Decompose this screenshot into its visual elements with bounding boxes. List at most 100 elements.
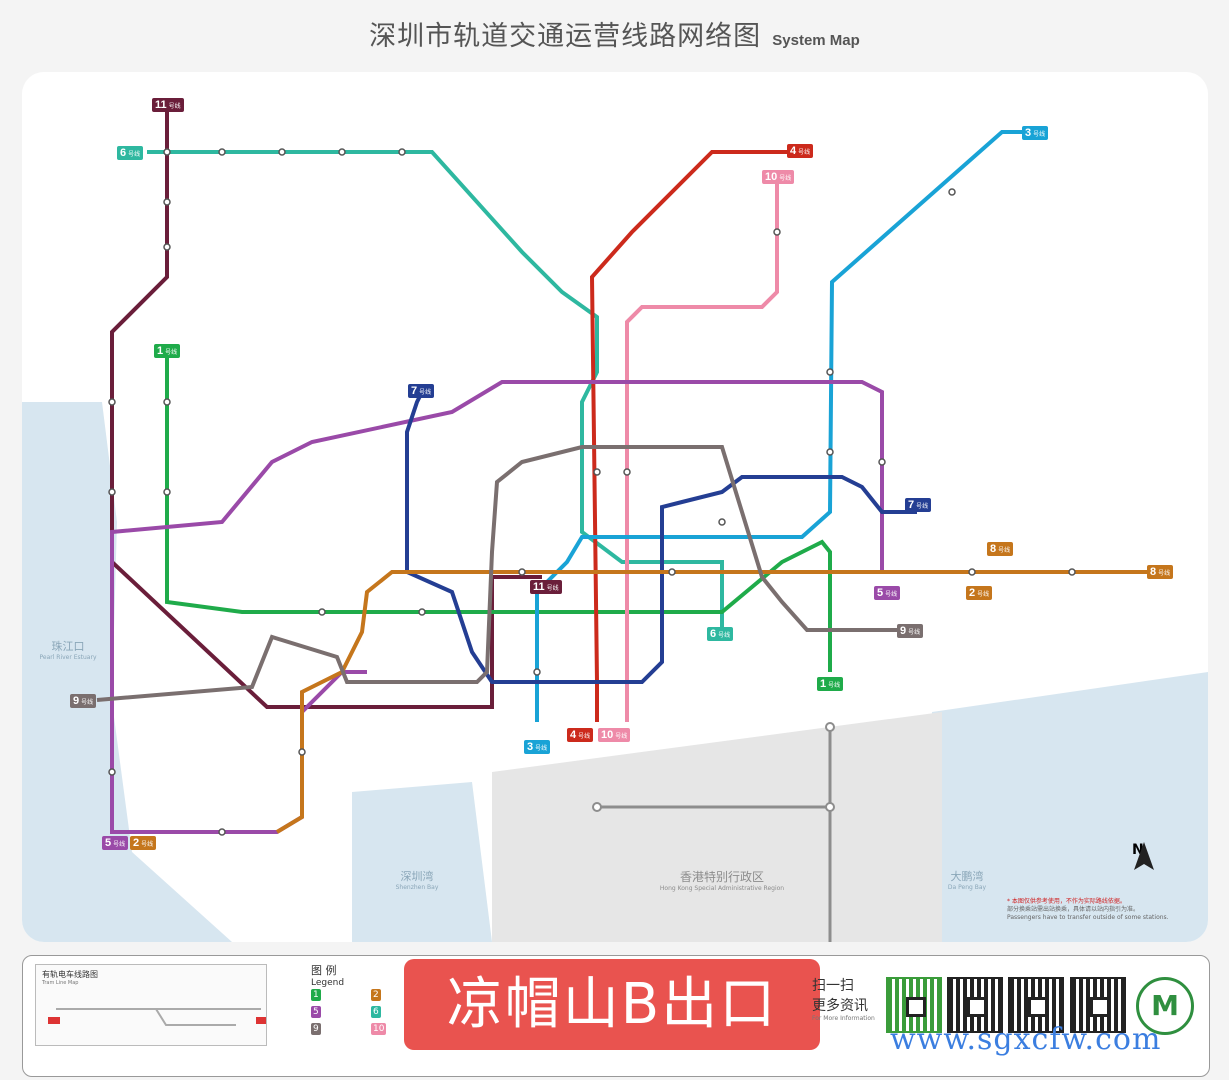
badge-number: 10: [765, 171, 778, 183]
legend-title-en: Legend: [311, 978, 345, 988]
water-zh: 珠江口: [51, 640, 85, 653]
station-dot: [318, 608, 326, 616]
badge-suffix: 号线: [81, 700, 94, 706]
badge-suffix: 号线: [916, 504, 929, 510]
exit-overlay-label: 凉帽山B出口: [404, 959, 820, 1050]
badge-suffix: 号线: [798, 150, 811, 156]
badge-suffix: 号线: [828, 683, 841, 689]
badge-number: 5: [877, 587, 884, 599]
badge-suffix: 号线: [141, 842, 154, 848]
scan-en: For More Information: [812, 1015, 875, 1022]
badge-number: 6: [710, 628, 717, 640]
badge-number: 7: [411, 385, 418, 397]
line-10-path: [625, 182, 779, 722]
badge-suffix: 号线: [113, 842, 126, 848]
badge-number: 3: [527, 741, 534, 753]
badge-number: 9: [900, 625, 907, 637]
badge-number: 2: [969, 587, 976, 599]
station-dot: [826, 448, 834, 456]
watermark: www.sgxcfw.com: [890, 1022, 1162, 1057]
line-4-path: [589, 150, 792, 722]
badge-number: 1: [157, 345, 164, 357]
line-3-path: [535, 130, 1022, 722]
badge-number: 5: [105, 837, 112, 849]
qr-code-4[interactable]: [1070, 977, 1126, 1033]
station-dot: [1068, 568, 1076, 576]
qr-code-1[interactable]: [886, 977, 942, 1033]
tram-title-zh: 有轨电车线路图: [42, 970, 98, 979]
legend-line-10: 10: [371, 1023, 387, 1035]
tram-title-en: Tram Line Map: [42, 980, 79, 986]
station-dot: [163, 198, 171, 206]
legend-line-6: 6: [371, 1006, 381, 1018]
compass: N: [1132, 842, 1154, 870]
station-dot: [108, 398, 116, 406]
badge-suffix: 号线: [128, 152, 141, 158]
badge-suffix: 号线: [535, 746, 548, 752]
line-1-path: [165, 357, 832, 672]
badge-number: 9: [73, 695, 80, 707]
station-dot: [218, 148, 226, 156]
badge-suffix: 号线: [718, 633, 731, 639]
water-zh: 深圳湾: [400, 870, 434, 883]
station-dot: [163, 398, 171, 406]
badge-number: 8: [1150, 566, 1157, 578]
legend-title-zh: 图 例: [311, 964, 337, 977]
north-arrow-icon: [1134, 842, 1154, 870]
station-dot: [108, 488, 116, 496]
hk-en: Hong Kong Special Administrative Region: [659, 885, 785, 892]
hk-zh: 香港特别行政区: [679, 870, 764, 884]
map-title-zh: 深圳市轨道交通运营线路网络图: [369, 21, 762, 52]
station-dot: [278, 148, 286, 156]
tram-diagram: [48, 1008, 266, 1026]
station-dot: [108, 768, 116, 776]
badge-suffix: 号线: [1158, 571, 1171, 577]
badge-number: 4: [570, 729, 577, 741]
badge-suffix: 号线: [165, 350, 178, 356]
station-dot: [218, 828, 226, 836]
metro-logo-icon: M: [1136, 977, 1194, 1035]
legend-line-2: 2: [371, 989, 381, 1001]
hk-station-c: [825, 802, 835, 812]
dapeng-water: [932, 672, 1208, 942]
station-markers: [108, 148, 1076, 836]
map-title-en: System Map: [772, 32, 860, 49]
badge-suffix: 号线: [546, 586, 559, 592]
legend-line-9: 9: [311, 1023, 321, 1035]
line-6-path: [147, 150, 724, 627]
qr-code-3[interactable]: [1008, 977, 1064, 1033]
line-9-path: [96, 445, 907, 702]
qr-code-2[interactable]: [947, 977, 1003, 1033]
line-7-path: [405, 391, 917, 684]
badge-number: 6: [120, 147, 127, 159]
badge-number: 11: [155, 99, 167, 111]
note-line2: 部分换乘站需出站换乘，具体请以站内指引为准。: [1007, 906, 1140, 913]
legend-line-5: 5: [311, 1006, 321, 1018]
map-title: 深圳市轨道交通运营线路网络图 System Map: [0, 14, 1229, 53]
hk-station-b: [592, 802, 602, 812]
